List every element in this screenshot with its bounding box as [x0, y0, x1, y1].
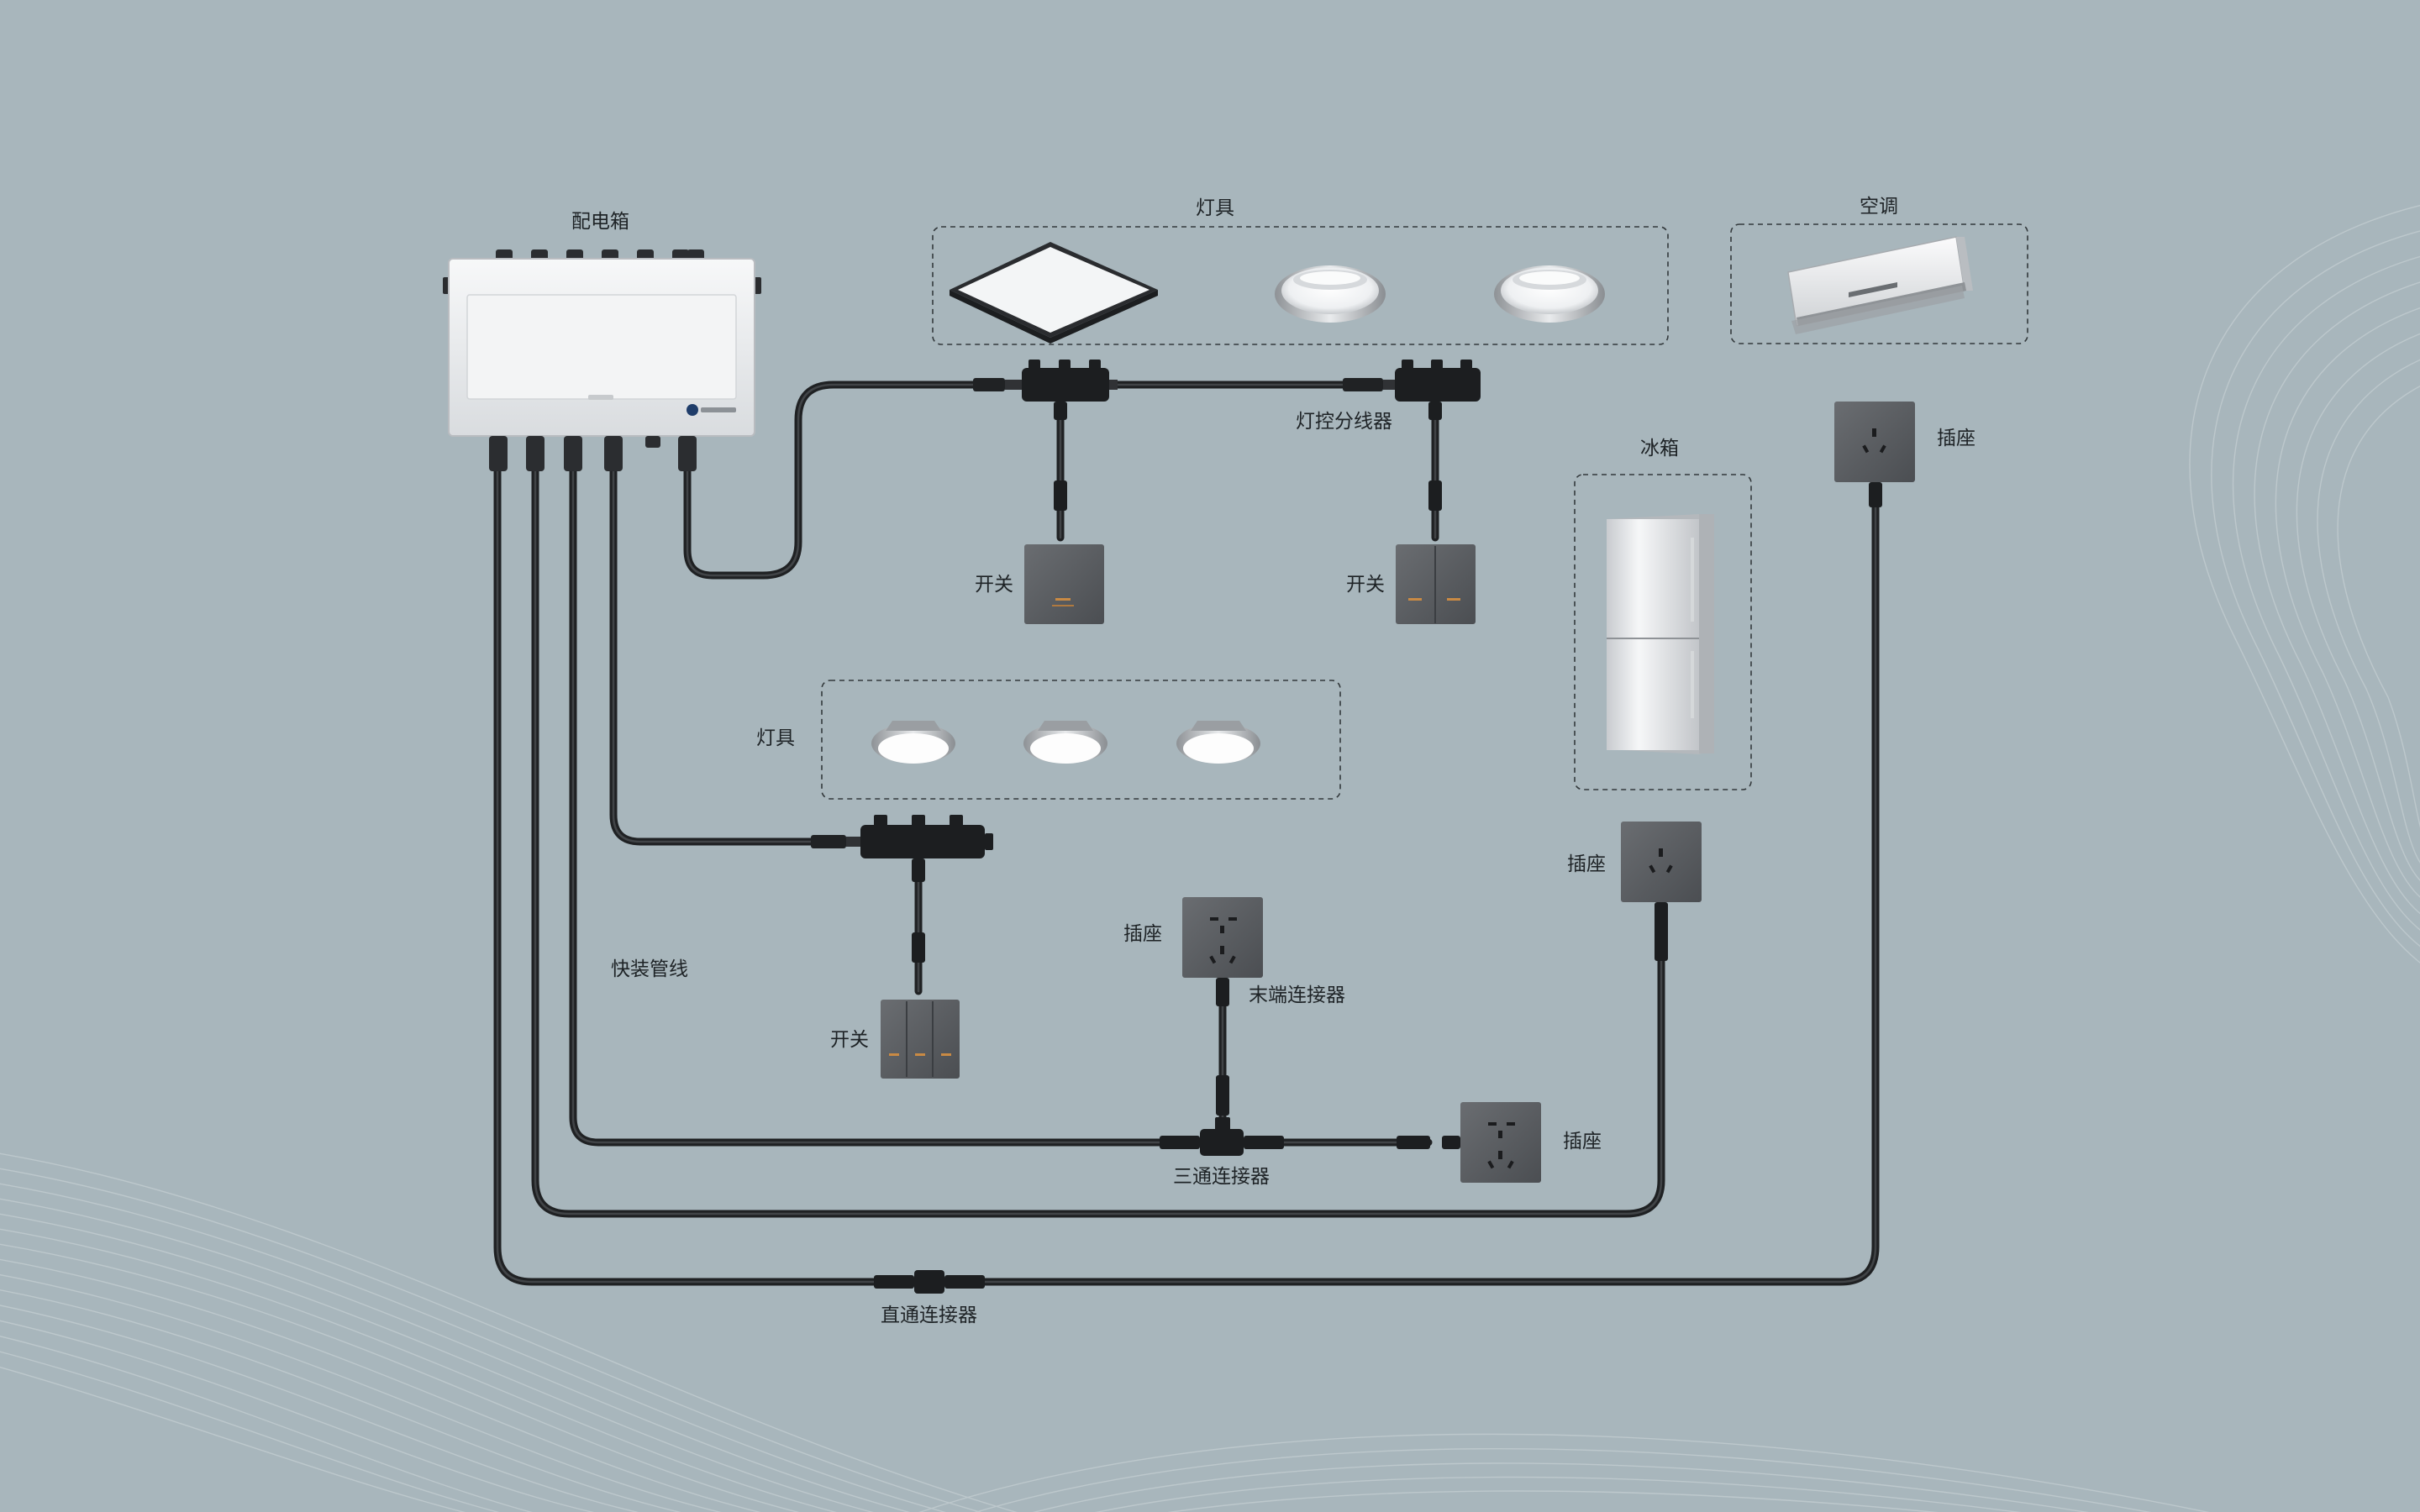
socket-mid-label: 插座 [1123, 923, 1162, 945]
straight-connector-label: 直通连接器 [881, 1305, 977, 1326]
downlight-icon [1176, 721, 1260, 764]
switch-2-label: 开关 [1346, 574, 1385, 596]
socket-ac-label: 插座 [1937, 428, 1975, 449]
switch-3-label: 开关 [830, 1029, 869, 1051]
end-connector-icon [1216, 978, 1229, 1116]
fridge-group-border [1574, 474, 1752, 790]
socket-right-label: 插座 [1563, 1131, 1602, 1152]
distribution-box-icon [443, 249, 761, 471]
wall-switch-icon [1396, 544, 1476, 624]
lamps-mid-label: 灯具 [756, 727, 795, 749]
air-conditioner-group-border [1730, 223, 2028, 344]
tee-connector-label: 三通连接器 [1173, 1166, 1270, 1188]
downlight-icon [1023, 721, 1107, 764]
wall-socket-icon [1182, 897, 1263, 978]
switch-1-label: 开关 [975, 574, 1013, 596]
lamps-mid-group-border [821, 680, 1341, 800]
wall-socket-icon [1621, 822, 1702, 902]
end-connector-label: 末端连接器 [1249, 984, 1345, 1006]
light-splitter-label: 灯控分线器 [1296, 411, 1392, 433]
ceiling-panel-lamp-icon [950, 242, 1158, 344]
wall-switch-icon [1024, 544, 1104, 624]
straight-connector-icon [874, 1270, 985, 1294]
light-splitter-connector-icon [811, 815, 993, 963]
air-conditioner-icon [1787, 236, 1973, 334]
distribution-box-label: 配电箱 [571, 211, 629, 233]
tee-connector-icon [1160, 1117, 1284, 1156]
round-ceiling-lamp-icon [1494, 265, 1605, 323]
air-conditioner-label: 空调 [1860, 196, 1898, 218]
cable-lighting-top [683, 381, 1349, 580]
socket-fridge-label: 插座 [1567, 853, 1606, 875]
wall-switch-icon [881, 1000, 960, 1079]
fridge-label: 冰箱 [1640, 438, 1679, 459]
lamps-top-group-border [932, 226, 1669, 345]
round-ceiling-lamp-icon [1275, 265, 1386, 323]
light-splitter-connector-icon [1343, 360, 1481, 420]
quick-pipe-label: 快装管线 [611, 958, 688, 980]
light-splitter-connector-icon [973, 360, 1118, 420]
refrigerator-icon [1607, 514, 1714, 754]
downlight-icon [871, 721, 955, 764]
lamps-top-label: 灯具 [1196, 197, 1234, 219]
wall-socket-icon [1460, 1102, 1541, 1183]
wall-socket-icon [1834, 402, 1915, 482]
